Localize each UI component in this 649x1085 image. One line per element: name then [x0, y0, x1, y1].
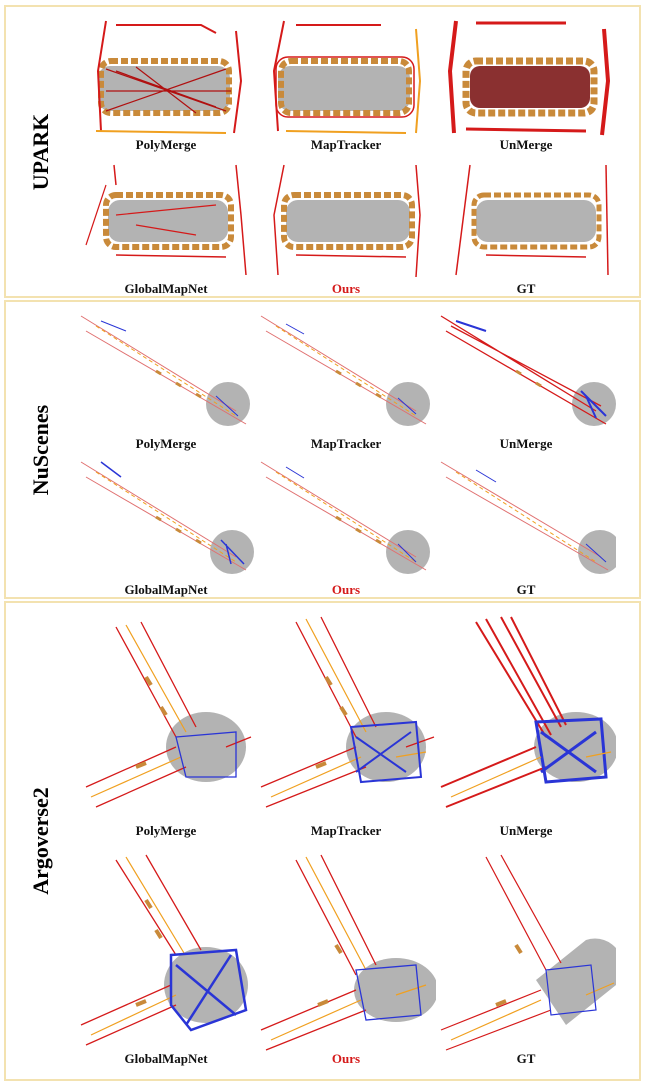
method-caption: MapTracker — [310, 137, 382, 152]
result-argoverse2-maptracker: MapTracker — [256, 607, 436, 841]
map-upark-gt — [455, 164, 609, 276]
map-upark-unmerge — [447, 20, 611, 136]
result-upark-polymerge: PolyMerge — [76, 11, 256, 152]
result-upark-globalmapnet: GlobalMapNet — [76, 155, 256, 296]
method-caption: GlobalMapNet — [124, 582, 208, 597]
map-argoverse2-ours — [260, 854, 436, 1051]
map-nuscenes-maptracker — [260, 315, 430, 426]
method-caption: UnMerge — [499, 137, 553, 152]
method-caption: PolyMerge — [135, 436, 197, 451]
map-nuscenes-ours — [260, 461, 430, 574]
dataset-label: UPARK — [28, 113, 53, 190]
method-caption: UnMerge — [499, 436, 553, 451]
result-argoverse2-globalmapnet: GlobalMapNet — [76, 845, 256, 1079]
result-argoverse2-polymerge: PolyMerge — [76, 607, 256, 841]
method-caption-highlight: Ours — [331, 281, 361, 296]
map-argoverse2-unmerge — [440, 616, 616, 808]
method-caption: GlobalMapNet — [124, 281, 208, 296]
result-nuscenes-globalmapnet: GlobalMapNet — [76, 452, 256, 597]
method-caption: MapTracker — [310, 436, 382, 451]
result-nuscenes-maptracker: MapTracker — [256, 306, 436, 451]
map-upark-maptracker — [272, 20, 422, 134]
method-caption: GT — [516, 281, 536, 296]
map-argoverse2-globalmapnet — [80, 854, 248, 1046]
method-caption-highlight: Ours — [331, 582, 361, 597]
map-nuscenes-unmerge — [440, 315, 616, 426]
row-label-upark: UPARK — [6, 7, 76, 296]
row-label-nuscenes: NuScenes — [6, 302, 76, 597]
method-caption: MapTracker — [310, 823, 382, 838]
row-label-argoverse2: Argoverse2 — [6, 603, 76, 1079]
dataset-label: NuScenes — [28, 404, 53, 495]
result-upark-ours: Ours — [256, 155, 436, 296]
method-caption: PolyMerge — [135, 823, 197, 838]
method-caption: GT — [516, 1051, 536, 1066]
map-nuscenes-globalmapnet — [80, 461, 254, 574]
map-argoverse2-maptracker — [260, 616, 435, 808]
result-nuscenes-gt: GT — [436, 452, 616, 597]
map-argoverse2-gt — [440, 854, 616, 1051]
map-argoverse2-polymerge — [85, 621, 252, 808]
result-nuscenes-ours: Ours — [256, 452, 436, 597]
panel-upark: UPARK PolyMerge MapTracker — [4, 5, 641, 298]
result-upark-gt: GT — [436, 155, 616, 296]
result-upark-maptracker: MapTracker — [256, 11, 436, 152]
panel-nuscenes: NuScenes PolyMerge MapTracker UnMerge — [4, 300, 641, 599]
method-caption: UnMerge — [499, 823, 553, 838]
result-nuscenes-polymerge: PolyMerge — [76, 306, 256, 451]
map-upark-globalmapnet — [85, 164, 247, 276]
dataset-label: Argoverse2 — [28, 787, 53, 895]
map-upark-ours — [273, 164, 421, 278]
map-upark-polymerge — [95, 20, 243, 134]
method-caption: PolyMerge — [135, 137, 197, 152]
result-upark-unmerge: UnMerge — [436, 11, 616, 152]
result-argoverse2-unmerge: UnMerge — [436, 607, 616, 841]
map-nuscenes-gt — [440, 461, 616, 574]
map-nuscenes-polymerge — [80, 315, 250, 426]
method-caption-highlight: Ours — [331, 1051, 361, 1066]
result-argoverse2-gt: GT — [436, 845, 616, 1079]
panel-argoverse2: Argoverse2 PolyMerge MapTracker UnMerge — [4, 601, 641, 1081]
result-argoverse2-ours: Ours — [256, 845, 436, 1079]
method-caption: GlobalMapNet — [124, 1051, 208, 1066]
result-nuscenes-unmerge: UnMerge — [436, 306, 616, 451]
method-caption: GT — [516, 582, 536, 597]
